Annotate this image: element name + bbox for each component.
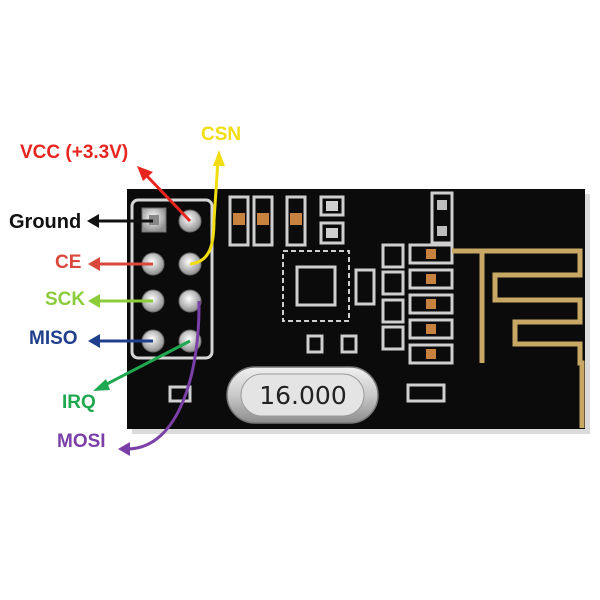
rf-part-8: [408, 293, 454, 315]
pin-label-ground: Ground: [9, 211, 82, 233]
rf-body-1: [426, 249, 436, 259]
irq-pointer-arrow: [93, 379, 110, 391]
lower-pads: [168, 334, 446, 403]
pin-pad-mosi: [178, 289, 202, 313]
smd-components: [228, 191, 454, 247]
rf-body-5: [426, 349, 436, 359]
lower-pad-1: [306, 334, 324, 354]
crystal-body-inner: [240, 373, 365, 417]
rf-chip-pad: [295, 265, 337, 307]
rf-body-3: [426, 299, 436, 309]
rf-chip: [282, 250, 350, 322]
rf-body-4: [426, 324, 436, 334]
rf-components: [354, 243, 454, 365]
smd-body-6: [437, 200, 447, 210]
smd-body-2: [257, 213, 269, 225]
csn-pointer-line: [189, 159, 220, 266]
mosi-pointer-line: [127, 300, 201, 451]
mosi-pointer-arrow: [118, 442, 130, 456]
sck-pointer-arrow: [88, 294, 100, 308]
smd-body-3: [290, 213, 302, 225]
smd-body-4: [326, 201, 338, 211]
csn-pointer-arrow: [213, 150, 225, 166]
lower-pad-2: [340, 334, 358, 354]
pin-label-csn: CSN: [201, 124, 242, 145]
pin-label-sck: SCK: [45, 289, 86, 310]
rf-chip-outline: [282, 250, 350, 322]
miso-pointer-arrow: [88, 334, 100, 348]
pcb-antenna: [452, 248, 585, 428]
smd-cap-1: [228, 195, 250, 247]
smd-cap-3: [285, 195, 307, 247]
rf-body-2: [426, 274, 436, 284]
crystal-oscillator: 16.000: [226, 366, 379, 424]
smd-cap-4: [319, 195, 345, 217]
smd-cap-5: [319, 221, 345, 245]
smd-component-bodies: [233, 200, 447, 238]
smd-body-1: [233, 213, 245, 225]
rf-part-6: [408, 243, 454, 265]
ground-pointer-arrow: [87, 214, 99, 228]
rf-part-5: [381, 325, 405, 351]
pin-header-frame: [130, 198, 214, 360]
smd-body-5: [326, 228, 338, 238]
lower-pad-3: [168, 385, 192, 403]
pin-label-miso: MISO: [29, 328, 78, 349]
lower-pad-4: [406, 383, 446, 403]
rf-part-7: [408, 268, 454, 290]
pin-pointers: [87, 150, 225, 456]
crystal-label: 16.000: [259, 381, 346, 410]
smd-cap-6: [430, 191, 454, 245]
pin-pad-gnd-core: [149, 215, 159, 225]
vcc-pointer-line: [144, 173, 192, 223]
pin-label-mosi: MOSI: [57, 431, 106, 452]
rf-part-9: [408, 318, 454, 340]
rf-part-1: [381, 243, 405, 269]
vcc-pointer-arrow: [137, 166, 153, 181]
smd-body-7: [437, 226, 447, 236]
irq-pointer-line: [102, 339, 191, 388]
rf-part-bodies: [426, 249, 436, 359]
rf-part-2: [354, 268, 376, 306]
pin-label-irq: IRQ: [62, 392, 96, 413]
smd-cap-2: [252, 195, 274, 247]
pin-label-vcc: VCC (+3.3V): [20, 142, 129, 163]
pin-label-ce: CE: [55, 252, 82, 273]
rf-part-3: [381, 270, 405, 296]
ce-pointer-arrow: [88, 257, 100, 271]
rf-part-10: [408, 343, 454, 365]
rf-part-4: [381, 298, 405, 324]
